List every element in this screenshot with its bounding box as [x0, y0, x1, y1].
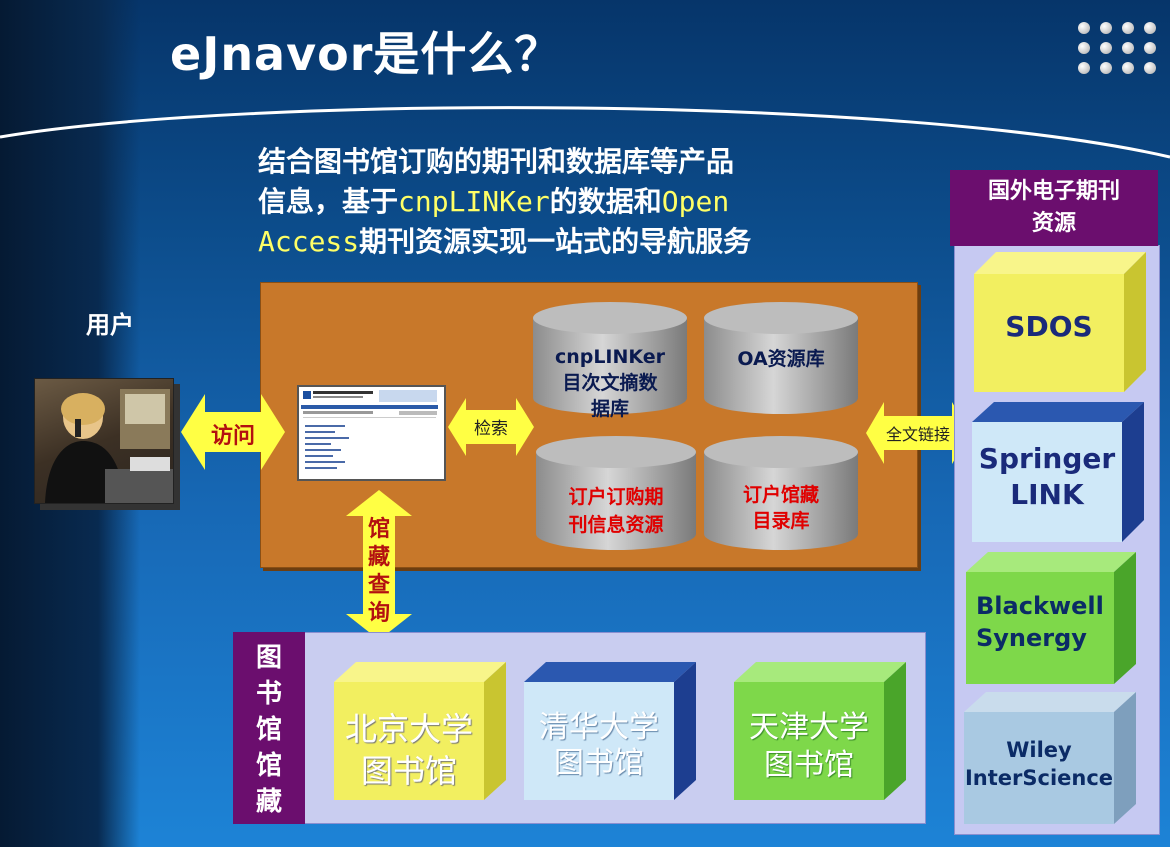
- visit-label: 访问: [211, 423, 255, 449]
- tianjin-label-2: 图书馆: [764, 748, 854, 783]
- tianjin-library-cube[interactable]: 天津大学 图书馆: [734, 662, 906, 800]
- desc-line-1: 结合图书馆订购的期刊和数据库等产品: [258, 145, 735, 178]
- desc-line-2: 信息，基于cnpLINKer的数据和Open: [258, 185, 730, 218]
- fulltext-label: 全文链接: [886, 425, 950, 444]
- page-title: eJnavor是什么？: [170, 27, 562, 81]
- fulltext-link-arrow: 全文链接: [866, 402, 970, 464]
- holdings-query-arrow: 馆 藏 查 询: [346, 490, 412, 640]
- springer-label-1: Springer: [978, 442, 1116, 475]
- user-label: 用户: [86, 311, 134, 339]
- tsinghua-label-2: 图书馆: [554, 746, 644, 781]
- svg-text:查: 查: [368, 573, 390, 598]
- user-photo: [34, 378, 174, 504]
- db-2-line1: OA资源库: [737, 348, 825, 370]
- search-label: 检索: [474, 419, 508, 439]
- tianjin-label-1: 天津大学: [749, 710, 869, 745]
- tsinghua-library-cube[interactable]: 清华大学 图书馆: [524, 662, 696, 800]
- db-1-line3: 据库: [590, 398, 629, 420]
- wiley-interscience-cube[interactable]: Wiley InterScience: [964, 692, 1136, 824]
- db-3-line2: 刊信息资源: [568, 514, 664, 536]
- wiley-label-2: InterScience: [964, 766, 1114, 790]
- db-subscription-cylinder: 订户订购期 刊信息资源: [536, 436, 696, 550]
- blackwell-synergy-cube[interactable]: Blackwell Synergy: [966, 552, 1136, 684]
- svg-text:馆: 馆: [368, 516, 390, 542]
- search-arrow: 检索: [448, 398, 534, 456]
- db-cnplinker-cylinder: cnpLINKer 目次文摘数 据库: [533, 302, 687, 420]
- db-3-line1: 订户订购期: [568, 486, 664, 508]
- foreign-resources-header: 国外电子期刊 资源: [950, 170, 1158, 246]
- ejnavor-website-thumbnail[interactable]: [297, 385, 446, 481]
- db-4-line1: 订户馆藏: [742, 484, 819, 506]
- db-4-line2: 目录库: [752, 510, 810, 532]
- pku-library-cube[interactable]: 北京大学 图书馆: [334, 662, 506, 800]
- db-1-line1: cnpLINKer: [554, 346, 666, 368]
- db-holdings-cylinder: 订户馆藏 目录库: [704, 436, 858, 550]
- decorative-dots: [1078, 22, 1162, 80]
- pku-label-2: 图书馆: [360, 752, 457, 790]
- svg-text:询: 询: [368, 600, 390, 626]
- db-oa-cylinder: OA资源库: [704, 302, 858, 414]
- tsinghua-label-1: 清华大学: [539, 710, 659, 745]
- sdos-label: SDOS: [1005, 310, 1093, 343]
- visit-arrow: 访问: [181, 394, 285, 470]
- svg-text:藏: 藏: [368, 545, 390, 570]
- pku-label-1: 北京大学: [344, 710, 473, 748]
- sdos-cube[interactable]: SDOS: [974, 252, 1146, 392]
- wiley-label-1: Wiley: [1006, 738, 1072, 762]
- blackwell-label-1: Blackwell: [976, 592, 1104, 620]
- blackwell-label-2: Synergy: [976, 624, 1087, 652]
- desc-line-3: Access期刊资源实现一站式的导航服务: [258, 225, 752, 258]
- library-holdings-header: 图 书 馆 馆 藏: [233, 632, 305, 824]
- db-1-line2: 目次文摘数: [562, 372, 658, 394]
- header-curve: [0, 106, 1170, 159]
- springer-label-2: LINK: [1010, 478, 1084, 511]
- description: 结合图书馆订购的期刊和数据库等产品 信息，基于cnpLINKer的数据和Open…: [258, 142, 858, 262]
- springer-link-cube[interactable]: Springer LINK: [972, 402, 1144, 542]
